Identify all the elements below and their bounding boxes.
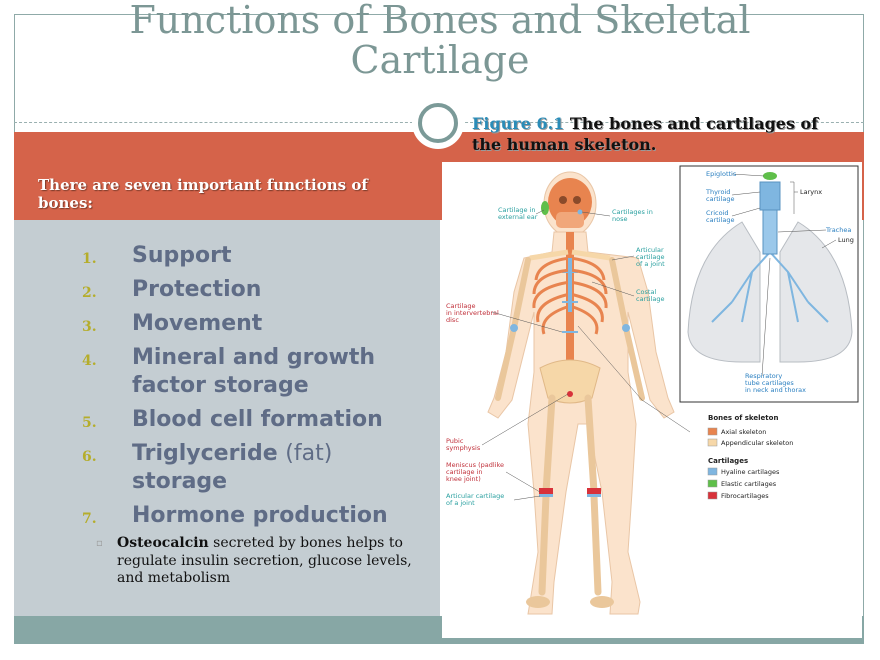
label-articular-knee: Articular cartilage — [446, 492, 504, 500]
leader-lines — [481, 209, 691, 501]
slide-title: Functions of Bones and Skeletal Cartilag… — [129, 0, 751, 82]
label-pubic: symphysis — [446, 444, 481, 452]
content-panel — [14, 220, 440, 616]
bullet-icon: ▫ — [96, 538, 103, 549]
pubic-symphysis-mark — [567, 391, 573, 397]
list-item: 7. Hormone production — [82, 502, 427, 530]
elbow-cartilage — [510, 324, 518, 332]
legend-axial: Axial skeleton — [721, 428, 766, 436]
label-epiglottis: Epiglottis — [706, 170, 737, 178]
circle-ring-icon — [418, 103, 458, 143]
label-articular-knee: of a joint — [446, 499, 475, 507]
label-meniscus: knee joint) — [446, 475, 481, 483]
legend-swatch-hyaline — [707, 467, 718, 476]
list-number: 6. — [82, 449, 97, 465]
label-meniscus: Meniscus (padlike — [446, 461, 504, 469]
list-number: 5. — [82, 415, 97, 431]
skeleton-figure: Cartilage in external ear Cartilages in … — [442, 162, 862, 638]
list-number: 4. — [82, 353, 97, 369]
legs — [538, 394, 602, 596]
figure-labels-knee: Articular cartilage of a joint — [446, 492, 504, 507]
knee-cartilage — [539, 488, 601, 497]
lungs-inset: Epiglottis Thyroid cartilage Cricoid car… — [679, 165, 859, 403]
label-cartilage-nose: Cartilages in — [612, 208, 653, 216]
label-costal: Costal — [636, 288, 656, 296]
list-item: 2. Protection — [82, 276, 427, 304]
figure-labels-left: Cartilage in external ear Cartilages in … — [498, 206, 665, 303]
label-intervertebral: disc — [446, 316, 459, 324]
label-cricoid: cartilage — [706, 216, 735, 224]
figure-labels-red: Cartilage in intervertebral disc Pubic s… — [446, 302, 504, 483]
legend-fibro: Fibrocartilages — [721, 492, 769, 500]
label-articular: of a joint — [636, 260, 665, 268]
skeleton-illustration: Cartilage in external ear Cartilages in … — [446, 165, 859, 615]
list-item: 3. Movement — [82, 310, 427, 338]
list-number: 3. — [82, 319, 97, 335]
legend-swatch-fibro — [707, 491, 718, 500]
label-trachea: Trachea — [825, 226, 851, 234]
label-articular: cartilage — [636, 253, 665, 261]
label-cricoid: Cricoid — [706, 209, 729, 217]
figure-number: Figure 6.1 — [472, 114, 565, 133]
label-thyroid: cartilage — [706, 195, 735, 203]
label-cartilage-ear: external ear — [498, 213, 538, 221]
legend-swatch-elastic — [707, 479, 718, 488]
list-item-label: Movement — [132, 311, 263, 336]
pelvis — [539, 359, 601, 404]
shoulders — [529, 249, 611, 261]
sub-bullet-description: secreted by bones helps to regulate insu… — [117, 535, 412, 586]
label-cartilage-ear: Cartilage in — [498, 206, 535, 214]
sub-bullet-term: Osteocalcin — [117, 535, 209, 551]
list-item-label-suffix: storage — [132, 469, 228, 494]
legend-bones-title: Bones of skeleton — [708, 414, 778, 422]
label-articular: Articular — [636, 246, 664, 254]
figure-caption: Figure 6.1 The bones and cartilages of t… — [472, 113, 852, 155]
list-item-label: Triglyceride — [132, 441, 286, 466]
label-respiratory: Respiratory — [745, 372, 782, 380]
list-item-label: Support — [132, 243, 232, 268]
sub-bullet: ▫ Osteocalcin secreted by bones helps to… — [96, 535, 416, 588]
functions-list: 1. Support 2. Protection 3. Movement 4. Mine… — [82, 242, 427, 536]
list-item-label: Mineral and growth factor storage — [132, 345, 376, 398]
list-item: 1. Support — [82, 242, 427, 270]
list-item-label: Blood cell formation — [132, 407, 383, 432]
label-respiratory: in neck and thorax — [745, 386, 806, 394]
legend-appendicular: Appendicular skeleton — [721, 439, 793, 447]
legend-swatch-axial — [707, 427, 718, 436]
list-item: 6. Triglyceride (fat) storage — [82, 440, 427, 496]
feet — [526, 596, 614, 608]
label-pubic: Pubic — [446, 437, 464, 445]
label-costal: cartilage — [636, 295, 665, 303]
list-number: 2. — [82, 285, 97, 301]
rib-cage — [532, 256, 608, 335]
label-respiratory: tube cartilages — [745, 379, 794, 387]
label-larynx: Larynx — [800, 188, 822, 196]
sub-bullet-text: Osteocalcin secreted by bones helps to r… — [117, 535, 416, 588]
label-thyroid: Thyroid — [705, 188, 730, 196]
label-cartilage-nose: nose — [612, 215, 627, 223]
legend: Bones of skeleton Axial skeleton Appendi… — [707, 414, 793, 500]
list-item-label-paren: (fat) — [285, 441, 333, 466]
legend-elastic: Elastic cartilages — [721, 480, 777, 488]
list-item-label: Protection — [132, 277, 262, 302]
list-number: 7. — [82, 511, 97, 527]
skull — [541, 178, 592, 228]
elbow-cartilage — [622, 324, 630, 332]
list-item-label: Hormone production — [132, 503, 388, 528]
list-item: 4. Mineral and growth factor storage — [82, 344, 427, 400]
figure-caption-text: The bones and cartilages of the human sk… — [472, 114, 819, 154]
legend-cartilages-title: Cartilages — [708, 457, 748, 465]
label-intervertebral: in intervertebral — [446, 309, 499, 317]
label-meniscus: cartilage in — [446, 468, 483, 476]
label-intervertebral: Cartilage — [446, 302, 475, 310]
list-number: 1. — [82, 251, 97, 267]
section-subheading: There are seven important functions of b… — [38, 176, 368, 212]
legend-hyaline: Hyaline cartilages — [721, 468, 780, 476]
arms — [495, 257, 645, 401]
legend-swatch-appendicular — [707, 438, 718, 447]
label-lung: Lung — [838, 236, 854, 244]
list-item: 5. Blood cell formation — [82, 406, 427, 434]
